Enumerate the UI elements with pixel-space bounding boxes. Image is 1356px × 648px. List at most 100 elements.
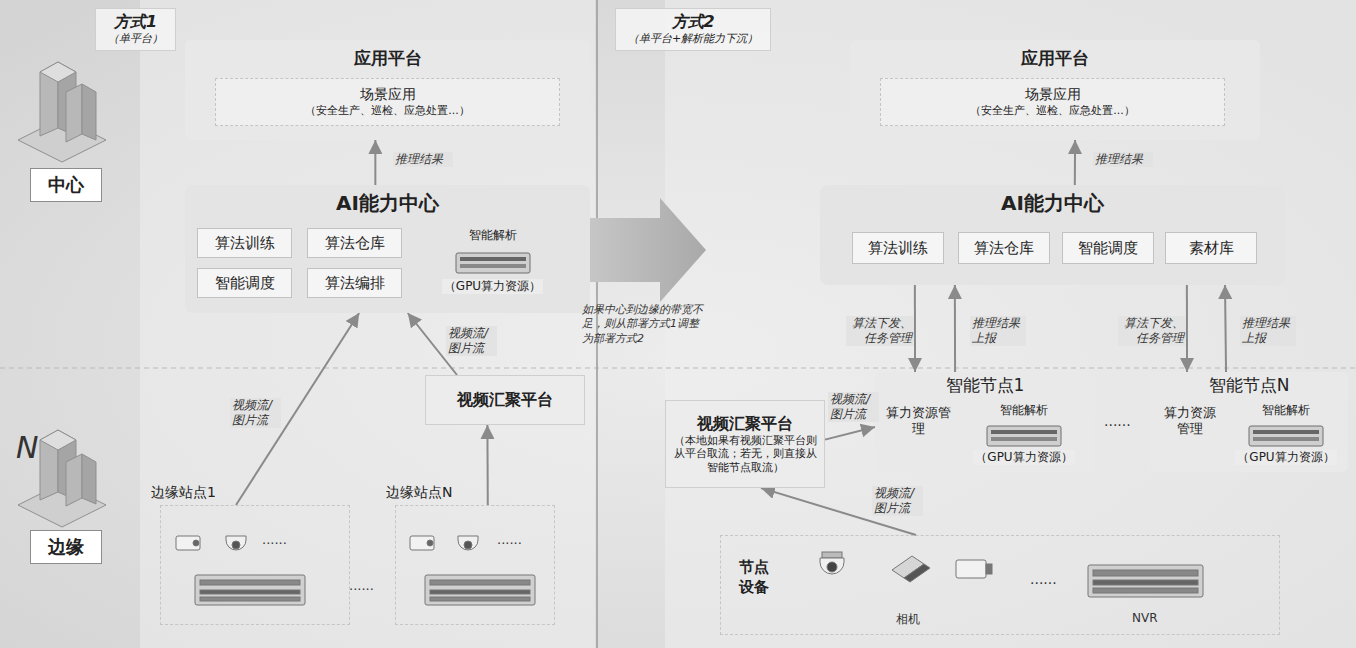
tier-tag: 中心 (30, 168, 102, 202)
node-note: （本地如果有视频汇聚平台则从平台取流；若无，则直接从智能节点取流） (673, 434, 817, 473)
edge-label: 视频流/图片流 (872, 486, 923, 516)
platform-box: 应用平台场景应用（安全生产、巡检、应急处置...） (850, 40, 1260, 140)
function-box: 算力资源管理 (885, 405, 951, 463)
mode-tab: 方式2（单平台+解析能力下沉） (615, 8, 771, 51)
flow-arrow (914, 285, 916, 372)
mode-panel: 方式1（单平台）应用平台场景应用（安全生产、巡检、应急处置...）AI能力中心算… (95, 8, 592, 644)
edge-label: 推理结果 (393, 152, 453, 167)
node-title: 算法仓库 (974, 239, 1034, 258)
function-box: 算力资源管理 (1158, 405, 1222, 463)
node-title: 节点设备 (739, 558, 771, 597)
node-title: 智能节点N (1150, 375, 1348, 396)
node-note: （GPU算力资源） (442, 279, 543, 294)
function-box: 算法编排 (307, 268, 402, 298)
panel-shade (140, 0, 595, 648)
smart-node-box: 智能节点N 算力资源管理 智能解析 （GPU算力资源） (1150, 372, 1348, 472)
transition-arrow (578, 198, 706, 302)
node-title: 素材库 (1189, 239, 1234, 258)
node-title: 应用平台 (185, 48, 590, 69)
node-title: 智能调度 (215, 274, 275, 293)
flow-arrow (954, 285, 956, 372)
note-text: 如果中心到边缘的带宽不足，则从部署方式1调整为部署方式2 (582, 303, 706, 346)
server-icon (1248, 425, 1324, 447)
node-title: 方式1 (108, 12, 163, 32)
function-box: 算法仓库 (307, 228, 402, 258)
node-title: 边缘站点1 (151, 484, 216, 502)
edge-label: 算法下发、任务管理 (846, 316, 914, 346)
building-icon (18, 62, 106, 162)
node-note: （GPU算力资源） (973, 450, 1074, 465)
edge-site-box: 边缘站点1 (160, 505, 350, 625)
ai-center-box: AI能力中心算法训练 算法仓库智能调度 算法编排 智能解析 （GPU算力资源） (185, 185, 590, 313)
device-icons (820, 552, 1203, 597)
node-title: 智能解析 (1262, 403, 1310, 418)
edge-label: 视频流/图片流 (230, 398, 281, 428)
function-box: 算法训练 (197, 228, 292, 258)
node-title: 智能调度 (1078, 239, 1138, 258)
flow-arrow (825, 427, 875, 440)
node-note: （单平台+解析能力下沉） (628, 32, 758, 46)
equipment-box: 节点设备 (720, 535, 1280, 635)
node-title: 算力资源管理 (1158, 405, 1222, 438)
server-icon (455, 252, 531, 274)
video-platform-box: 视频汇聚平台 (425, 375, 585, 425)
flow-arrow (374, 140, 376, 185)
node-title: 方式2 (628, 12, 758, 32)
function-box: 智能调度 (1062, 232, 1154, 264)
platform-box: 应用平台场景应用（安全生产、巡检、应急处置...） (185, 40, 590, 140)
edge-label: 算法下发、任务管理 (1118, 316, 1186, 346)
server-icon (986, 425, 1062, 447)
scene-box: 场景应用（安全生产、巡检、应急处置...） (215, 78, 560, 126)
node-title: 算法训练 (215, 234, 275, 253)
flow-arrow (1186, 285, 1188, 372)
video-platform-box: 视频汇聚平台（本地如果有视频汇聚平台则从平台取流；若无，则直接从智能节点取流） (665, 400, 825, 488)
flow-arrow (1074, 140, 1076, 185)
function-box: 算法仓库 (958, 232, 1050, 264)
node-title: 智能节点1 (875, 375, 1095, 396)
plain-label: ...... (1030, 570, 1070, 588)
node-title: 算法训练 (868, 239, 928, 258)
gpu-box: 智能解析 （GPU算力资源） (960, 401, 1088, 467)
node-title: 中心 (48, 174, 84, 197)
mode-tab: 方式1（单平台） (95, 8, 176, 51)
node-title: AI能力中心 (185, 191, 590, 216)
plain-label: ...... (262, 532, 302, 549)
node-title: 视频汇聚平台 (457, 390, 553, 410)
edge-site-box: 边缘站点N (395, 505, 555, 625)
node-title: 应用平台 (850, 48, 1260, 69)
flow-arrow (1225, 285, 1226, 372)
node-title: 边缘 (48, 536, 84, 559)
node-title: 智能解析 (469, 228, 517, 243)
function-box: 智能调度 (197, 268, 292, 298)
edge-label: 推理结果上报 (970, 316, 1026, 346)
node-title: 场景应用 (360, 86, 416, 104)
node-title: AI能力中心 (820, 191, 1285, 216)
node-note: （单平台） (108, 32, 163, 46)
panel-shade (665, 0, 1356, 648)
plain-label: ...... (1104, 412, 1146, 430)
plain-label: 相机 (896, 612, 936, 628)
gpu-box: 智能解析 （GPU算力资源） (1230, 401, 1342, 467)
node-title: 边缘站点N (386, 484, 452, 502)
function-box: 素材库 (1165, 232, 1257, 264)
smart-node-box: 智能节点1 算力资源管理 智能解析 （GPU算力资源） (875, 372, 1095, 472)
node-title: 算法编排 (325, 274, 385, 293)
node-note: （安全生产、巡检、应急处置...） (305, 104, 470, 118)
node-title: 场景应用 (1025, 86, 1081, 104)
edge-label: 视频流/图片流 (828, 392, 879, 422)
plain-label: ...... (497, 532, 537, 549)
edge-label: 推理结果 (1093, 152, 1153, 167)
function-box: 算法训练 (852, 232, 944, 264)
node-title: 智能解析 (1000, 403, 1048, 418)
edge-label: 推理结果上报 (1240, 316, 1296, 346)
plain-label: ...... (349, 578, 389, 595)
ai-center-box: AI能力中心算法训练 算法仓库 智能调度 素材库 (820, 185, 1285, 285)
node-note: （GPU算力资源） (1235, 450, 1336, 465)
gpu-box: 智能解析 （GPU算力资源） (425, 226, 560, 296)
plain-label: NVR (1132, 611, 1172, 627)
count-label: N (16, 428, 56, 467)
node-title: 算法仓库 (325, 234, 385, 253)
tier-tag: 边缘 (30, 530, 102, 564)
